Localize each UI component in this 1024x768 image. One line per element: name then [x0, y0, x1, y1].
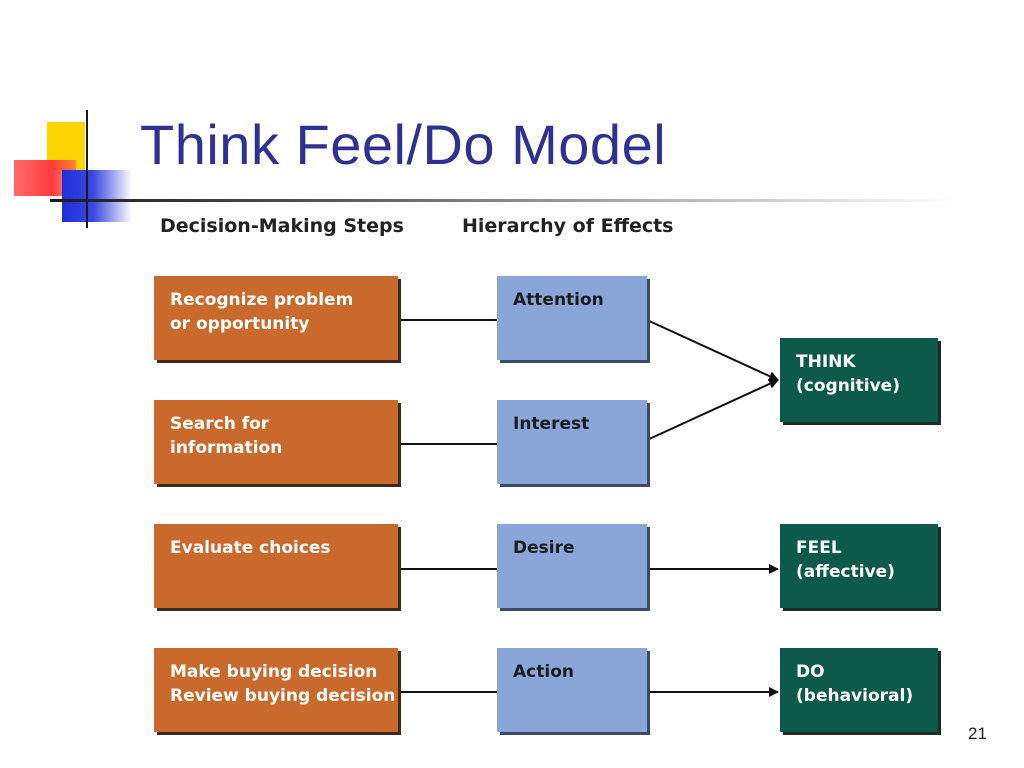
arrow-interest-think: [646, 379, 779, 441]
outcome-do: DO (behavioral): [780, 648, 938, 732]
effect-attention: Attention: [497, 276, 647, 360]
outcome-feel: FEEL (affective): [780, 524, 938, 608]
decor-blue-square: [62, 170, 132, 222]
decor-vertical-line: [86, 110, 88, 228]
step-evaluate-choices: Evaluate choices: [154, 524, 398, 608]
effect-desire: Desire: [497, 524, 647, 608]
header-decision-making-steps: Decision-Making Steps: [160, 215, 404, 237]
step-search-information: Search for information: [154, 400, 398, 484]
title-underline: [50, 199, 960, 202]
effect-action: Action: [497, 648, 647, 732]
page-number: 21: [968, 724, 987, 743]
step-recognize-problem: Recognize problem or opportunity: [154, 276, 398, 360]
slide-title: Think Feel/Do Model: [140, 113, 667, 176]
arrow-attention-think: [646, 319, 779, 381]
effect-interest: Interest: [497, 400, 647, 484]
header-hierarchy-of-effects: Hierarchy of Effects: [462, 215, 674, 237]
step-make-buying-decision: Make buying decision Review buying decis…: [154, 648, 398, 732]
outcome-think: THINK (cognitive): [780, 338, 938, 422]
